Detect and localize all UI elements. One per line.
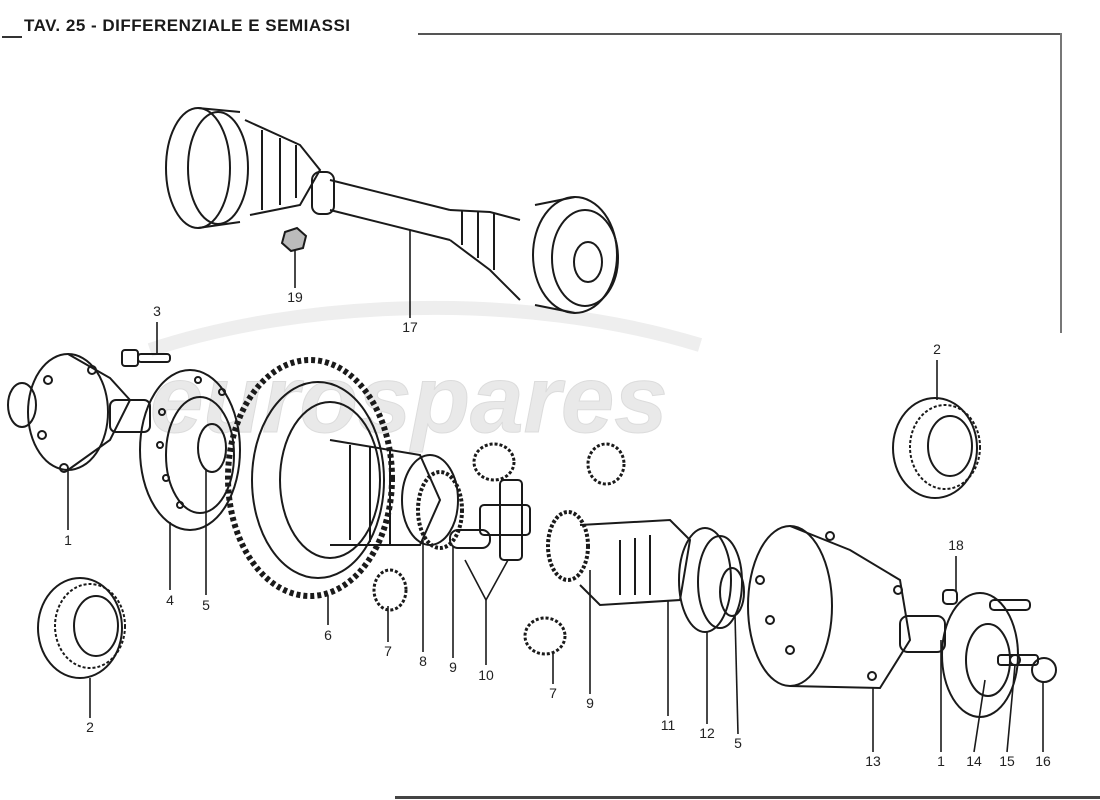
callout-18: 18	[948, 537, 964, 553]
watermark-text: eurospares	[150, 346, 668, 453]
bearing-2-right	[892, 397, 981, 499]
diff-housing-left	[329, 439, 459, 546]
callout-9: 9	[586, 695, 594, 711]
callout-9: 9	[449, 659, 457, 675]
flange-shaft-1-left	[7, 353, 151, 473]
callout-2: 2	[933, 341, 941, 357]
ring-gear-6	[225, 357, 395, 599]
callout-8: 8	[419, 653, 427, 669]
callout-7: 7	[549, 685, 557, 701]
cross-shaft-10	[449, 479, 531, 561]
callout-12: 12	[699, 725, 715, 741]
callout-5: 5	[734, 735, 742, 751]
frame-border-right	[1060, 33, 1062, 333]
nut-19	[280, 226, 308, 253]
callout-2: 2	[86, 719, 94, 735]
diff-housing-13	[747, 525, 912, 690]
title-lead-line	[2, 36, 22, 38]
planet-gear-7-lower-left	[372, 568, 408, 612]
callout-14: 14	[966, 753, 982, 769]
bearing-2-left	[37, 577, 126, 679]
planet-gear-7-lower	[523, 616, 567, 656]
ring-5-right	[719, 567, 745, 617]
callout-11: 11	[661, 717, 676, 733]
drive-shaft-17	[165, 107, 619, 314]
callout-3: 3	[153, 303, 161, 319]
callout-1: 1	[64, 532, 72, 548]
callout-15: 15	[999, 753, 1015, 769]
callout-1: 1	[937, 753, 945, 769]
callout-6: 6	[324, 627, 332, 643]
stud-18	[942, 589, 1031, 611]
bolt-3	[121, 349, 171, 367]
planet-gear-7-upper-right	[586, 442, 626, 486]
cover-4	[139, 369, 241, 531]
callout-7: 7	[384, 643, 392, 659]
callout-10: 10	[478, 667, 494, 683]
callout-13: 13	[865, 753, 881, 769]
planet-gear-7-upper-mid	[472, 442, 516, 482]
ring-5-left	[197, 423, 227, 473]
callout-16: 16	[1035, 753, 1051, 769]
page-title: TAV. 25 - DIFFERENZIALE E SEMIASSI	[24, 16, 351, 35]
frame-border-bottom	[395, 796, 1100, 799]
side-gear-9-right	[546, 510, 590, 582]
callout-19: 19	[287, 289, 303, 305]
frame-border-top	[418, 33, 1062, 35]
callout-4: 4	[166, 592, 174, 608]
callout-17: 17	[402, 319, 418, 335]
callout-5: 5	[202, 597, 210, 613]
side-gear-9-left	[416, 470, 464, 550]
watermark: eurospares	[147, 300, 703, 454]
watermark-swoosh	[147, 300, 703, 357]
splined-hub-11	[579, 518, 692, 607]
leader-lines	[67, 230, 1044, 753]
callout-labels: 1 2 3 4 5 6 7 8 9 10 7 9 11 12 5 13 1 14…	[64, 289, 1051, 769]
